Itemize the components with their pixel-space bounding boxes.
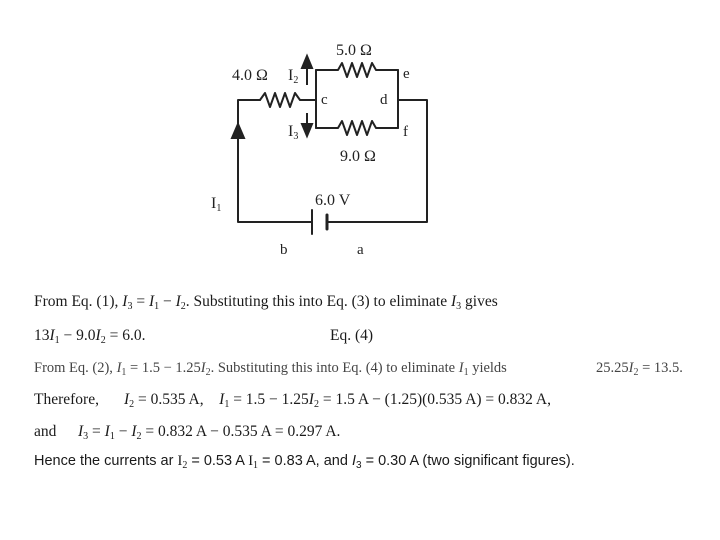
resistor-9ohm (315, 120, 399, 136)
equation-label-4: Eq. (4) (330, 327, 374, 344)
arrow-i1-icon (230, 121, 246, 139)
solution-line-3: From Eq. (2), I1 = 1.5 − 1.25I2. Substit… (34, 360, 507, 378)
resistor-4ohm (259, 92, 317, 108)
resistor-5ohm (315, 62, 399, 78)
label-r-bottom: 9.0 Ω (340, 148, 376, 165)
solution-line-2: 13I1 − 9.0I2 = 6.0. (34, 327, 146, 346)
solution-line-4: I2 = 0.535 A, I1 = 1.5 − 1.25I2 = 1.5 A … (124, 391, 551, 410)
solution-line-1: From Eq. (1), I3 = I1 − I2. Substituting… (34, 293, 498, 312)
circuit-diagram: 5.0 Ω 4.0 Ω I2 c d e f I3 9.0 Ω I1 6.0 V… (211, 42, 428, 258)
label-r-top: 5.0 Ω (336, 42, 372, 59)
arrow-i3-icon (300, 123, 314, 139)
label-node-b: b (280, 242, 288, 258)
wire-outer-left (237, 99, 313, 223)
label-node-a: a (357, 242, 364, 258)
solution-line-5: I3 = I1 − I2 = 0.832 A − 0.535 A = 0.297… (78, 423, 341, 442)
label-node-e: e (403, 66, 410, 82)
label-i1: I1 (211, 195, 221, 214)
label-node-f: f (403, 124, 408, 140)
label-r-left: 4.0 Ω (232, 67, 268, 84)
label-battery: 6.0 V (315, 192, 351, 209)
solution-line-6: Hence the currents ar I2 = 0.53 A I1 = 0… (34, 453, 575, 471)
label-node-c: c (321, 92, 328, 108)
solution-line-4-label: Therefore, (34, 391, 99, 408)
label-node-d: d (380, 92, 388, 108)
arrow-i2-icon (300, 53, 314, 69)
label-i2: I2 (288, 67, 298, 86)
label-i3: I3 (288, 123, 298, 142)
wire-outer-right (326, 99, 428, 223)
solution-line-5-label: and (34, 423, 57, 440)
solution-line-3-result: 25.25I2 = 13.5. (596, 360, 683, 378)
